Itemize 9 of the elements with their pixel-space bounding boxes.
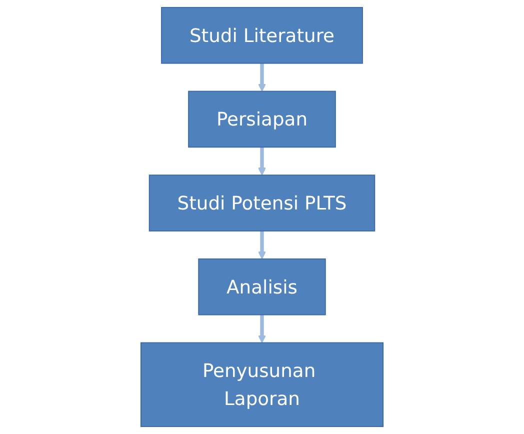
node-box: Analisis: [198, 258, 326, 316]
arrow: [258, 147, 266, 176]
arrow: [258, 63, 266, 92]
arrow: [258, 314, 266, 344]
node-box: Persiapan: [188, 90, 336, 148]
arrow: [258, 230, 266, 260]
node-box: Studi Literature: [161, 6, 363, 64]
node-box: Studi Potensi PLTS: [148, 174, 376, 232]
node-box: Penyusunan Laporan: [140, 342, 384, 428]
